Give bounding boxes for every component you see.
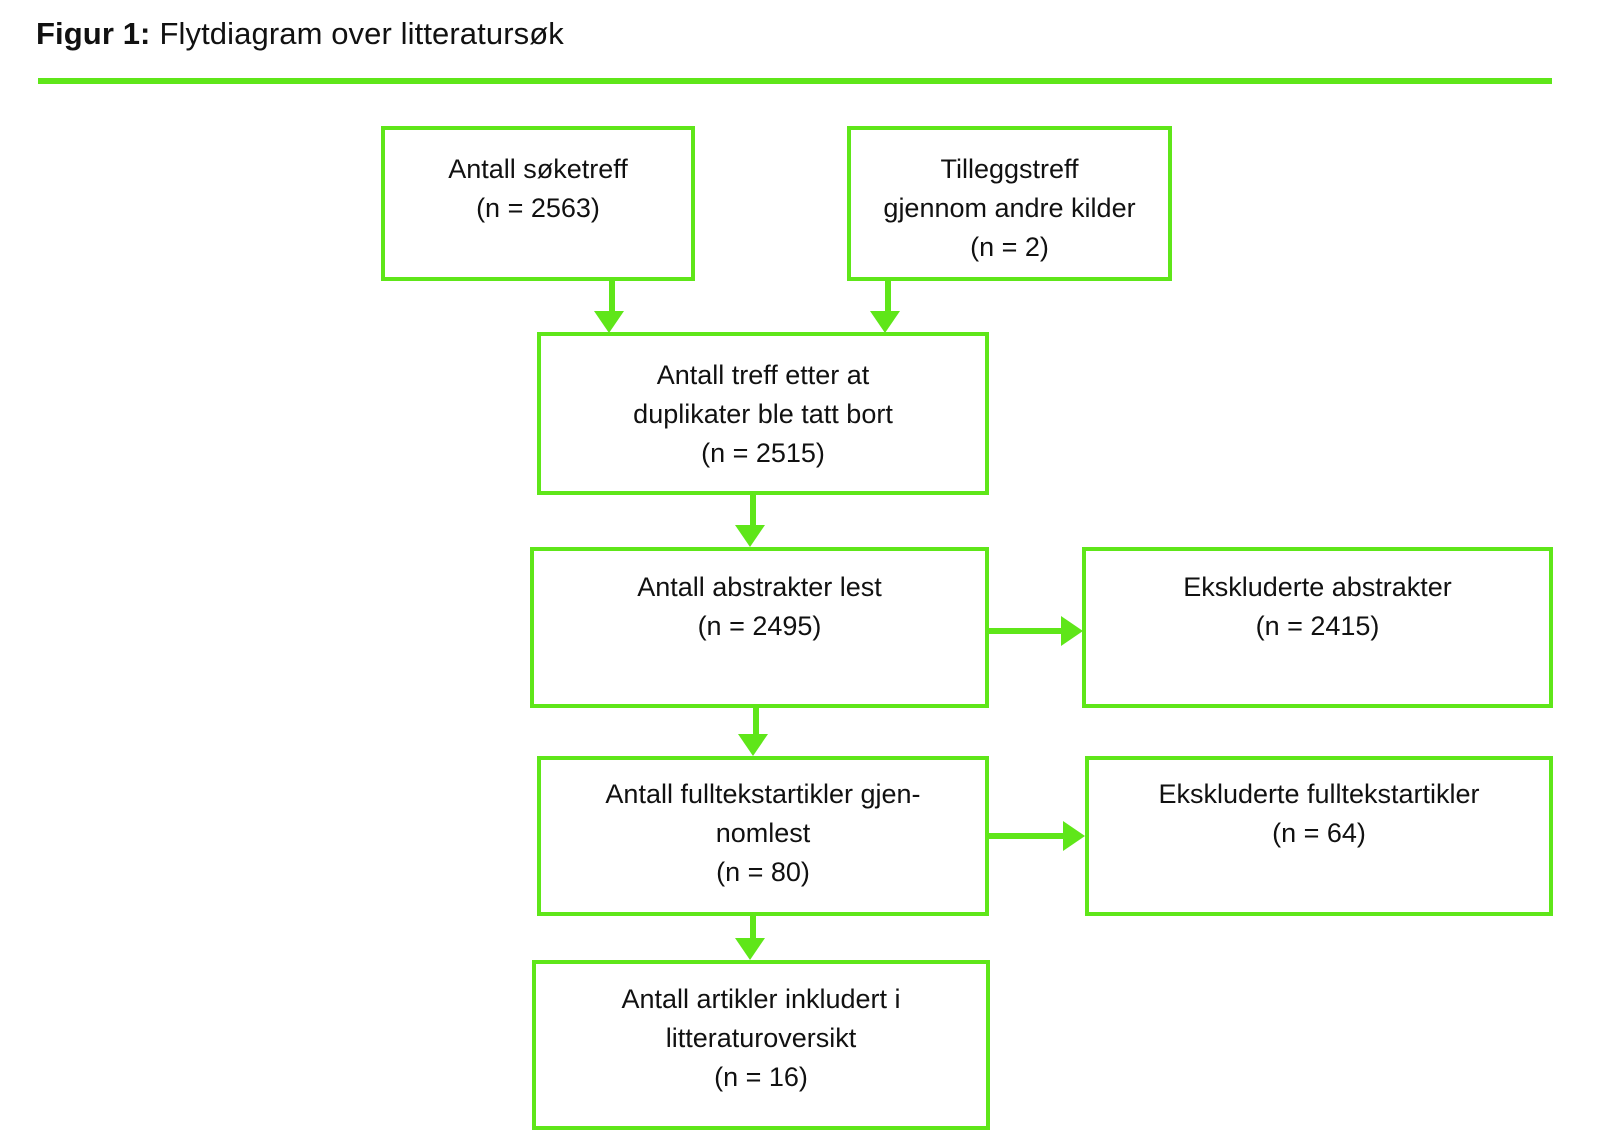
connector-after-duplicates-to-abstracts-read — [750, 495, 756, 527]
arrow-down-icon — [735, 938, 765, 960]
arrow-right-icon — [1063, 821, 1085, 851]
arrow-down-icon — [738, 734, 768, 756]
flow-node-fulltext-excluded-label: Ekskluderte fulltekstartikler (n = 64) — [1158, 779, 1480, 848]
flow-node-fulltext-read: Antall fulltekstartikler gjen- nomlest (… — [537, 756, 989, 916]
arrow-down-icon — [594, 311, 624, 333]
page-title: Figur 1:Flytdiagram over litteratursøk — [36, 14, 564, 54]
connector-search-hits-to-after-duplicates — [609, 281, 615, 313]
arrow-down-icon — [870, 311, 900, 333]
figure-label: Figur 1: — [36, 16, 151, 51]
connector-abstracts-read-to-abstracts-excluded — [989, 628, 1063, 634]
figure-caption: Flytdiagram over litteratursøk — [159, 16, 564, 51]
arrow-right-icon — [1061, 616, 1083, 646]
flow-node-after-duplicates-label: Antall treff etter at duplikater ble tat… — [633, 360, 893, 468]
flow-node-fulltext-excluded: Ekskluderte fulltekstartikler (n = 64) — [1085, 756, 1553, 916]
flow-node-after-duplicates: Antall treff etter at duplikater ble tat… — [537, 332, 989, 495]
connector-fulltext-read-to-fulltext-excluded — [989, 833, 1065, 839]
flow-node-abstracts-excluded: Ekskluderte abstrakter (n = 2415) — [1082, 547, 1553, 708]
flow-node-search-hits-label: Antall søketreff (n = 2563) — [448, 154, 628, 223]
connector-fulltext-read-to-included — [750, 916, 756, 940]
connector-abstracts-read-to-fulltext-read — [753, 708, 759, 736]
flow-node-included: Antall artikler inkludert i litteraturov… — [532, 960, 990, 1130]
title-divider — [38, 78, 1552, 84]
flow-node-included-label: Antall artikler inkludert i litteraturov… — [621, 984, 901, 1092]
connector-extra-hits-to-after-duplicates — [885, 281, 891, 313]
flow-node-abstracts-read: Antall abstrakter lest (n = 2495) — [530, 547, 989, 708]
flow-node-abstracts-excluded-label: Ekskluderte abstrakter (n = 2415) — [1183, 572, 1452, 641]
flow-node-abstracts-read-label: Antall abstrakter lest (n = 2495) — [637, 572, 882, 641]
flow-node-fulltext-read-label: Antall fulltekstartikler gjen- nomlest (… — [605, 779, 921, 887]
flow-node-search-hits: Antall søketreff (n = 2563) — [381, 126, 695, 281]
flow-node-extra-hits-label: Tilleggstreff gjennom andre kilder (n = … — [883, 154, 1136, 262]
flow-node-extra-hits: Tilleggstreff gjennom andre kilder (n = … — [847, 126, 1172, 281]
arrow-down-icon — [735, 525, 765, 547]
